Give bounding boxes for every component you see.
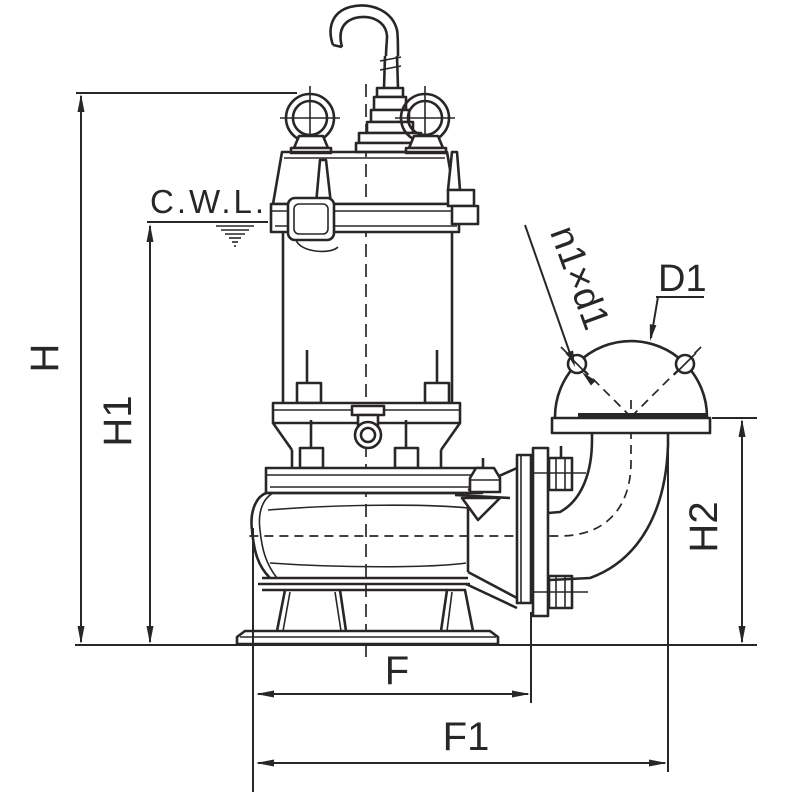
- dimension-h1-label: H1: [96, 395, 140, 446]
- motor-top-cap: [271, 150, 458, 206]
- leg-right: [439, 589, 475, 632]
- seal-chamber-bolts: [298, 420, 420, 470]
- clamp-handle-left: [286, 158, 339, 253]
- outlet-flange: [550, 413, 712, 435]
- dimension-h2: H2: [682, 417, 757, 644]
- suction-plate: [258, 576, 470, 592]
- dimension-h2-label: H2: [682, 501, 726, 552]
- motor-body: [281, 232, 454, 403]
- eye-bolt-right: [395, 86, 455, 155]
- outlet-diameter-label: D1: [658, 258, 707, 300]
- dimension-f-label: F: [385, 649, 409, 693]
- oil-chamber: [271, 422, 462, 468]
- casing-clamp-band: [264, 466, 484, 495]
- bolt-hole-right: [673, 352, 697, 376]
- flange-bolt-bottom: [533, 574, 588, 610]
- leader-d1: D1: [649, 258, 707, 341]
- center-eye-bolt: [350, 404, 386, 450]
- dimension-f1: F1: [256, 448, 669, 772]
- cable-hook: [329, 4, 400, 57]
- bolt-holes-label: n1×d1: [541, 221, 617, 336]
- discharge-axis-centerline: [248, 400, 632, 537]
- nozzle-bracket-bolt: [454, 458, 511, 522]
- water-level-label: C.W.L.: [150, 183, 267, 220]
- dimension-f1-label: F1: [443, 715, 490, 759]
- water-level-mark: C.W.L.: [147, 183, 268, 247]
- discharge-flange: [515, 446, 550, 618]
- outlet-flange-top-view: [553, 339, 709, 418]
- bolt-hole-left: [565, 352, 589, 376]
- discharge-elbow: [547, 433, 670, 582]
- eye-bolt-left: [280, 86, 340, 155]
- dimension-h-label: H: [23, 344, 67, 373]
- water-level-symbol: [216, 225, 254, 247]
- dimension-f: F: [252, 528, 532, 792]
- power-cable: [379, 55, 402, 89]
- leg-left: [275, 589, 348, 632]
- base-plate: [235, 629, 500, 646]
- clamp-bolt-right: [446, 150, 480, 226]
- dimension-h1: H1: [96, 224, 154, 644]
- flange-bolt-top: [533, 446, 586, 492]
- dimension-h: H: [23, 92, 297, 644]
